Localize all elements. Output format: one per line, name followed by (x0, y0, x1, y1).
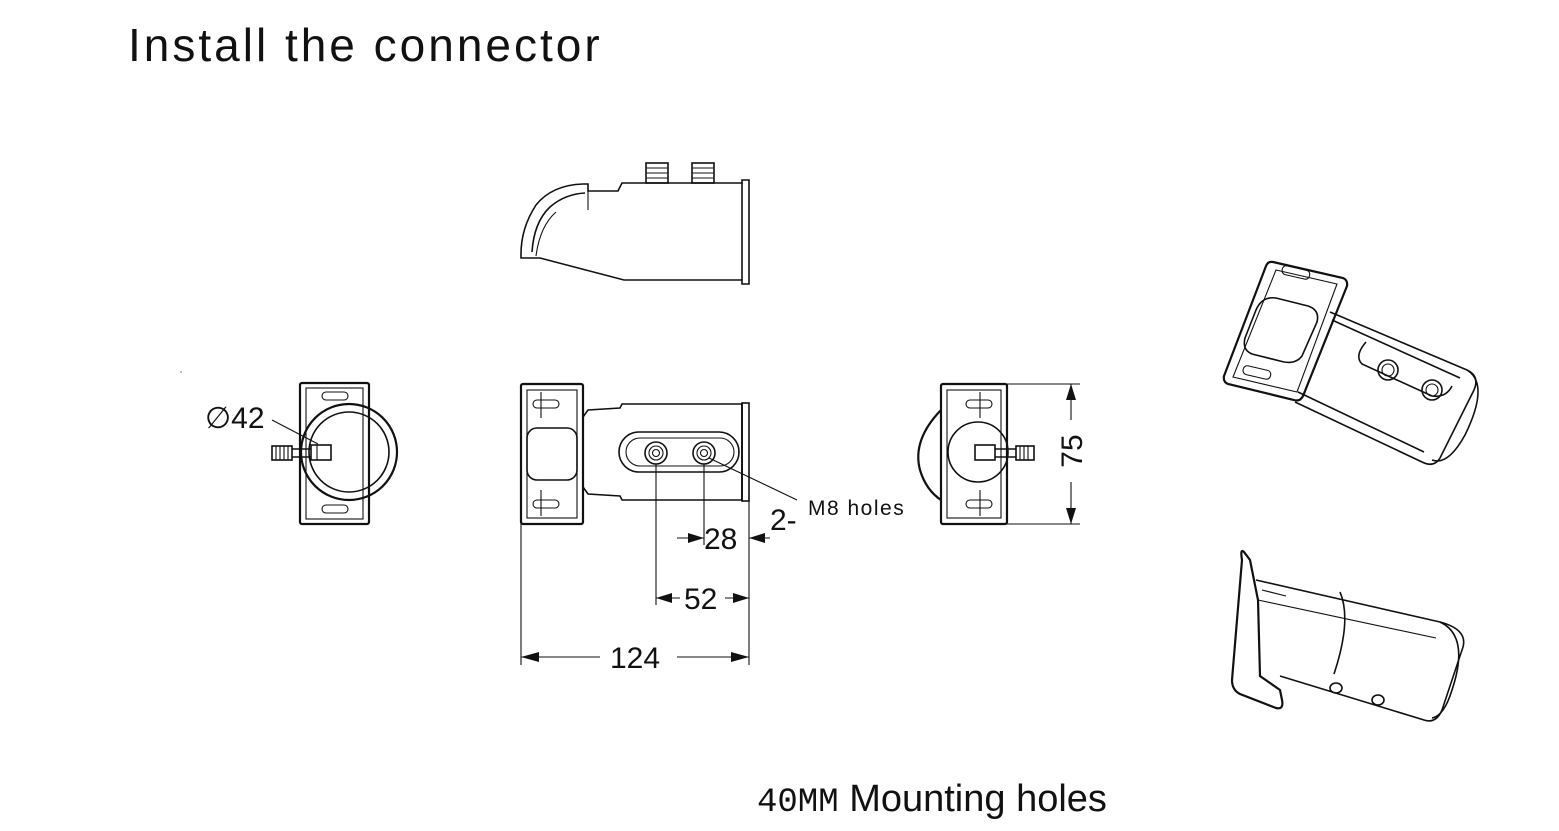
front-view (519, 382, 798, 526)
right-end-view (917, 382, 1035, 526)
top-view (520, 162, 750, 285)
diameter-label: ∅42 (205, 402, 265, 435)
holes-label: M8 holes (808, 497, 905, 520)
caption-text: Mounting holes (849, 778, 1107, 820)
height-label: 75 (1056, 434, 1089, 467)
spacing-52-label: 52 (684, 583, 717, 616)
isometric-view-bottom (1230, 549, 1465, 722)
holes-prefix: 2- (770, 504, 797, 537)
isometric-view-top (1222, 260, 1479, 466)
caption-size: 40MM (757, 784, 839, 822)
dimension-lines (520, 464, 770, 665)
mounting-holes-caption: 40MM Mounting holes (757, 778, 1107, 822)
length-124-label: 124 (610, 642, 660, 675)
dimension-height (1007, 383, 1080, 525)
left-end-view (271, 381, 399, 526)
page-title: Install the connector (128, 19, 603, 71)
spacing-28-label: 28 (704, 523, 737, 556)
